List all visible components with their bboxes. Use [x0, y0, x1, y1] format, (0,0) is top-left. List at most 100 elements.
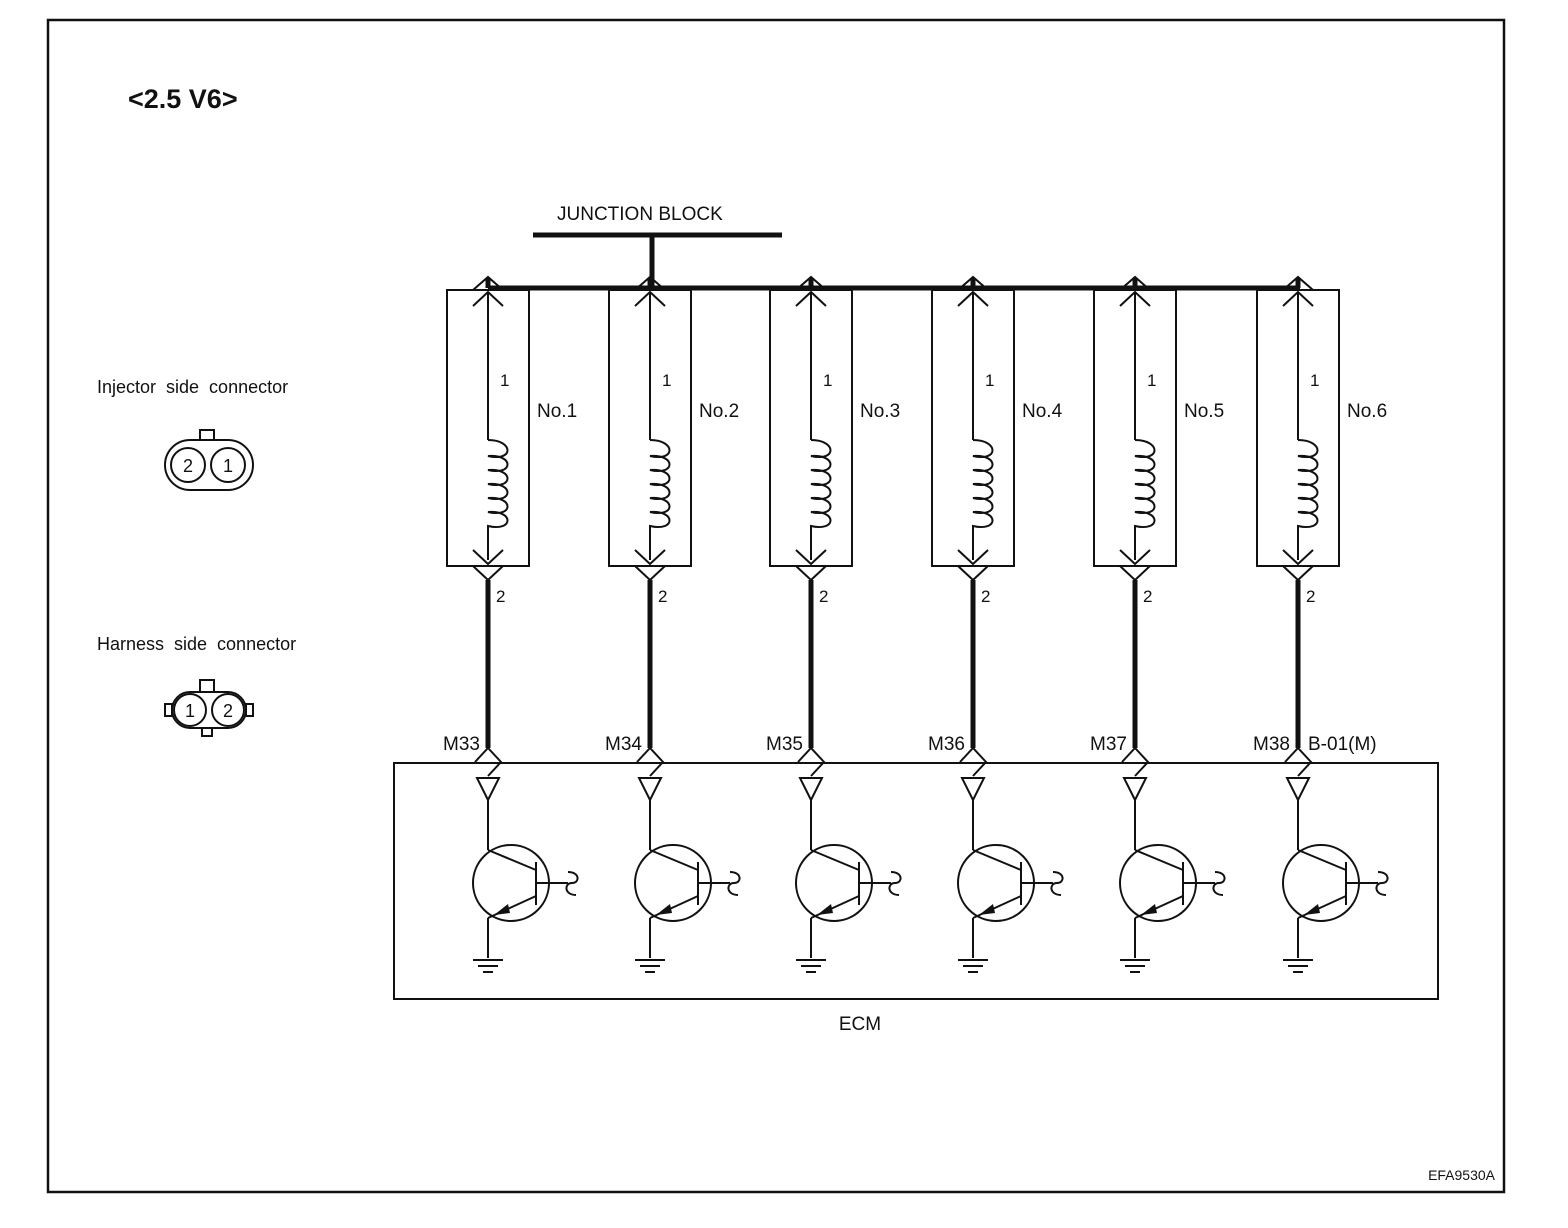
emitter-arrow [656, 904, 672, 915]
ecm-pin-label: M33 [443, 734, 480, 755]
inner-arrow-top [472, 290, 504, 440]
injector-name-label: No.3 [860, 401, 900, 422]
injector-channels: 12No.1M3312No.2M3412No.3M3512No.4M3612No… [443, 275, 1389, 973]
injector-connector-pin-left: 2 [183, 456, 193, 476]
injector-name-label: No.5 [1184, 401, 1224, 422]
connector-chevron [795, 275, 827, 291]
ground-icon [1283, 959, 1313, 973]
connector-chevron [795, 565, 827, 582]
inner-arrow-top [1119, 290, 1151, 440]
connector-chevron [1282, 275, 1314, 291]
pin-top-label: 1 [985, 371, 994, 390]
input-triangle [475, 777, 501, 803]
injector-coil [649, 439, 671, 560]
base-signal-symbol [888, 871, 902, 896]
inner-arrow-bottom [634, 549, 666, 566]
ecm-pin-connector [959, 746, 988, 777]
injector-coil [1134, 439, 1156, 560]
injector-coil [487, 439, 509, 560]
harness-side-connector-icon [164, 679, 254, 737]
inner-arrow-bottom [1119, 549, 1151, 566]
emitter-arrow [817, 904, 833, 915]
injector-side-connector-icon [164, 429, 254, 491]
input-triangle [637, 777, 663, 803]
injector-box [608, 289, 692, 567]
connector-chevron [1119, 565, 1151, 582]
connector-chevron [957, 565, 989, 582]
collector-lead [972, 849, 1022, 871]
injector-box [1093, 289, 1177, 567]
base-signal-symbol [1050, 871, 1064, 896]
injector-name-label: No.2 [699, 401, 739, 422]
inner-arrow-bottom [1282, 549, 1314, 566]
inner-arrow-top [795, 290, 827, 440]
injector-coil [810, 439, 832, 560]
input-triangle [1285, 777, 1311, 803]
pin-bottom-label: 2 [658, 587, 667, 606]
ecm-pin-connector [797, 746, 826, 777]
input-triangle [798, 777, 824, 803]
pin-top-label: 1 [1310, 371, 1319, 390]
pin-top-label: 1 [1147, 371, 1156, 390]
ecm-connector-label: B-01(M) [1308, 734, 1377, 755]
ecm-pin-connector [1121, 746, 1150, 777]
ecm-pin-connector [636, 746, 665, 777]
injector-box [931, 289, 1015, 567]
ground-icon [635, 959, 665, 973]
injector-name-label: No.4 [1022, 401, 1063, 422]
figure-code: EFA9530A [1428, 1167, 1496, 1183]
collector-lead [487, 849, 537, 871]
inner-arrow-bottom [795, 549, 827, 566]
ground-icon [473, 959, 503, 973]
pin-top-label: 1 [500, 371, 509, 390]
connector-chevron [472, 275, 504, 291]
injector-box [446, 289, 530, 567]
pin-bottom-label: 2 [981, 587, 990, 606]
connector-chevron [957, 275, 989, 291]
connector-chevron [1119, 275, 1151, 291]
pin-top-label: 1 [662, 371, 671, 390]
injector-box [1256, 289, 1340, 567]
pin-bottom-label: 2 [496, 587, 505, 606]
injector-connector-pin-right: 1 [223, 456, 233, 476]
inner-arrow-bottom [472, 549, 504, 566]
connector-chevron [1282, 565, 1314, 582]
input-triangle [960, 777, 986, 803]
ecm-label: ECM [839, 1014, 881, 1035]
harness-connector-pin-left: 1 [185, 701, 195, 721]
pin-bottom-label: 2 [1306, 587, 1315, 606]
diagram-frame [46, 18, 1506, 1194]
harness-connector-label: Harness side connector [97, 634, 296, 654]
ecm-pin-connector [474, 746, 503, 777]
inner-arrow-top [957, 290, 989, 440]
injector-connector-label: Injector side connector [97, 377, 288, 397]
connector-chevron [634, 275, 666, 291]
ground-icon [796, 959, 826, 973]
collector-lead [1134, 849, 1184, 871]
collector-lead [1297, 849, 1347, 871]
ecm-box [393, 762, 1439, 1000]
ecm-pin-label: M37 [1090, 734, 1127, 755]
ecm-pin-label: M36 [928, 734, 965, 755]
emitter-arrow [979, 904, 995, 915]
emitter-arrow [1141, 904, 1157, 915]
base-signal-symbol [727, 871, 741, 896]
inner-arrow-top [634, 290, 666, 440]
harness-connector-pin-right: 2 [223, 701, 233, 721]
injector-name-label: No.1 [537, 401, 577, 422]
emitter-arrow [1304, 904, 1320, 915]
injector-coil [1297, 439, 1319, 560]
pin-bottom-label: 2 [819, 587, 828, 606]
input-triangle [1122, 777, 1148, 803]
connector-chevron [634, 565, 666, 582]
emitter-arrow [494, 904, 510, 915]
injector-coil [972, 439, 994, 560]
junction-block-label: JUNCTION BLOCK [557, 204, 723, 225]
inner-arrow-top [1282, 290, 1314, 440]
ecm-pin-label: M35 [766, 734, 803, 755]
ecm-pin-label: M38 [1253, 734, 1290, 755]
